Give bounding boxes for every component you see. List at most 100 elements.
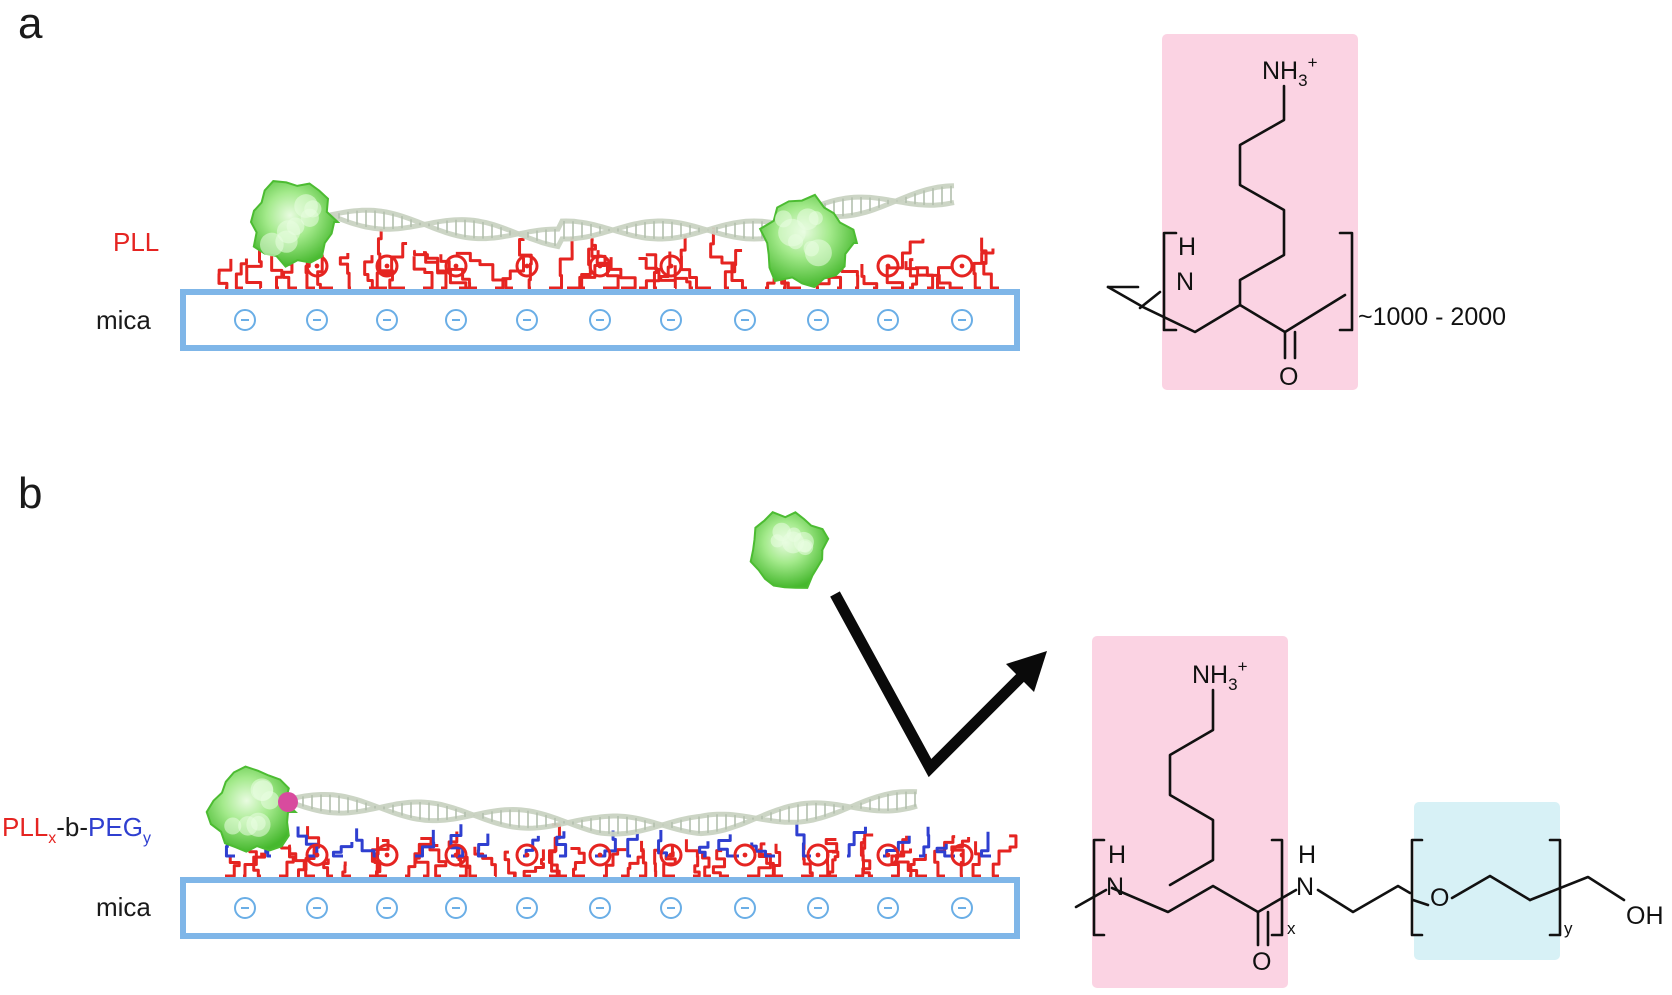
ether-o-b: O	[1430, 884, 1449, 912]
pll-positive-charge	[806, 843, 830, 867]
mica-negative-charge	[445, 897, 467, 919]
mica-negative-charge	[951, 897, 973, 919]
carbonyl-o-a: O	[1279, 363, 1298, 391]
protein-b-bound	[205, 765, 299, 853]
pll-chain	[341, 861, 351, 878]
repeat-label-a: ~1000 - 2000	[1358, 303, 1506, 331]
pll-chain	[369, 242, 408, 290]
dna-backbone	[284, 789, 918, 837]
mica-negative-charge	[734, 309, 756, 331]
pll-chain	[296, 826, 321, 878]
protein-b-released	[749, 511, 830, 589]
protein-lobe	[787, 234, 804, 250]
amine-label-a: NH3+	[1262, 53, 1318, 90]
amine-label-b: NH3+	[1192, 657, 1248, 694]
pll-positive-charge	[588, 254, 612, 278]
mica-negative-charge	[234, 309, 256, 331]
pll-chain	[709, 227, 737, 290]
protein-a-left	[249, 180, 341, 268]
pll-chain	[639, 253, 661, 290]
plus-dot	[597, 852, 603, 858]
pll-chain	[885, 238, 925, 290]
pll-positive-charge	[876, 843, 900, 867]
plus-dot	[524, 852, 530, 858]
plus-dot	[885, 852, 891, 858]
pll-chain	[662, 846, 677, 878]
mica-negative-charge	[516, 309, 538, 331]
pll-chain	[639, 840, 648, 878]
mica-negative-charge	[234, 897, 256, 919]
peg-chain	[919, 826, 931, 858]
pll-positive-charge	[950, 843, 974, 867]
panel-b-letter: b	[18, 469, 42, 518]
peg-highlight-box-b	[1414, 802, 1560, 960]
peg-chain	[698, 841, 710, 858]
pll-chain	[673, 265, 693, 290]
mica-negative-charge	[660, 309, 682, 331]
mica-negative-charge	[306, 309, 328, 331]
pll-chain	[819, 850, 840, 878]
pll-chain	[322, 858, 333, 878]
pll-chain	[861, 833, 874, 878]
pll-peg-structure-b: NH3+ H N O x H N O y OH	[1074, 657, 1664, 976]
pll-positive-charge	[444, 254, 468, 278]
pll-charges-a	[305, 254, 974, 278]
pll-chain	[503, 850, 517, 878]
hydroxyl-label-b: OH	[1626, 902, 1664, 930]
pll-positive-charge	[876, 254, 900, 278]
pll-positive-charge	[733, 843, 757, 867]
pll-chain	[252, 852, 267, 878]
peg-chain	[355, 828, 379, 858]
protein-lobe	[252, 780, 274, 801]
pll-chain	[414, 837, 433, 878]
pll-positive-charge	[659, 843, 683, 867]
mica-substrate-a	[180, 289, 1020, 351]
pll-positive-charge	[305, 843, 329, 867]
plus-dot	[524, 263, 530, 269]
pll-chain	[234, 258, 248, 290]
peg-chain	[476, 833, 490, 858]
protein-lobe	[294, 194, 318, 218]
pll-chain	[363, 255, 387, 290]
pll-chain	[991, 834, 1018, 878]
pll-chain	[338, 252, 351, 290]
pll-peg-label: PLLx-b-PEGy	[2, 812, 151, 847]
protein-lobe	[797, 539, 814, 556]
protein-lobe	[774, 210, 792, 228]
pll-chain	[908, 258, 919, 290]
pll-positive-charge	[950, 254, 974, 278]
amide-h-b: H	[1298, 841, 1316, 869]
nh-n-a: N	[1176, 268, 1194, 296]
peg-chain	[626, 833, 639, 858]
pll-chain	[711, 849, 729, 878]
pll-chain	[413, 249, 448, 290]
peg-chain	[657, 829, 669, 858]
y-subscript-b: y	[1564, 919, 1573, 938]
pll-chain	[980, 248, 999, 290]
dna-strand-a	[329, 183, 955, 250]
pll-chain	[860, 263, 879, 290]
dna-backbone	[329, 194, 955, 250]
pll-chain	[621, 848, 645, 878]
mica-label-b: mica	[96, 892, 151, 922]
mica-label-a: mica	[96, 305, 151, 335]
pll-chain	[270, 253, 284, 290]
pll-positive-charge	[375, 843, 399, 867]
pll-chain	[909, 853, 927, 878]
pll-positive-charge	[444, 843, 468, 867]
pll-positive-charge	[588, 843, 612, 867]
plus-dot	[453, 852, 459, 858]
mica-charges-a	[234, 309, 973, 331]
mica-negative-charge	[807, 897, 829, 919]
amide-n-b: N	[1296, 873, 1314, 901]
dna-strand-b	[284, 789, 918, 837]
pll-chain	[217, 258, 233, 290]
plus-dot	[314, 263, 320, 269]
nh-n-b: N	[1106, 873, 1124, 901]
pll-positive-charge	[659, 254, 683, 278]
plus-dot	[384, 852, 390, 858]
mica-negative-charge	[306, 897, 328, 919]
protein-lobe	[286, 217, 305, 236]
panel-a-letter: a	[18, 0, 43, 48]
